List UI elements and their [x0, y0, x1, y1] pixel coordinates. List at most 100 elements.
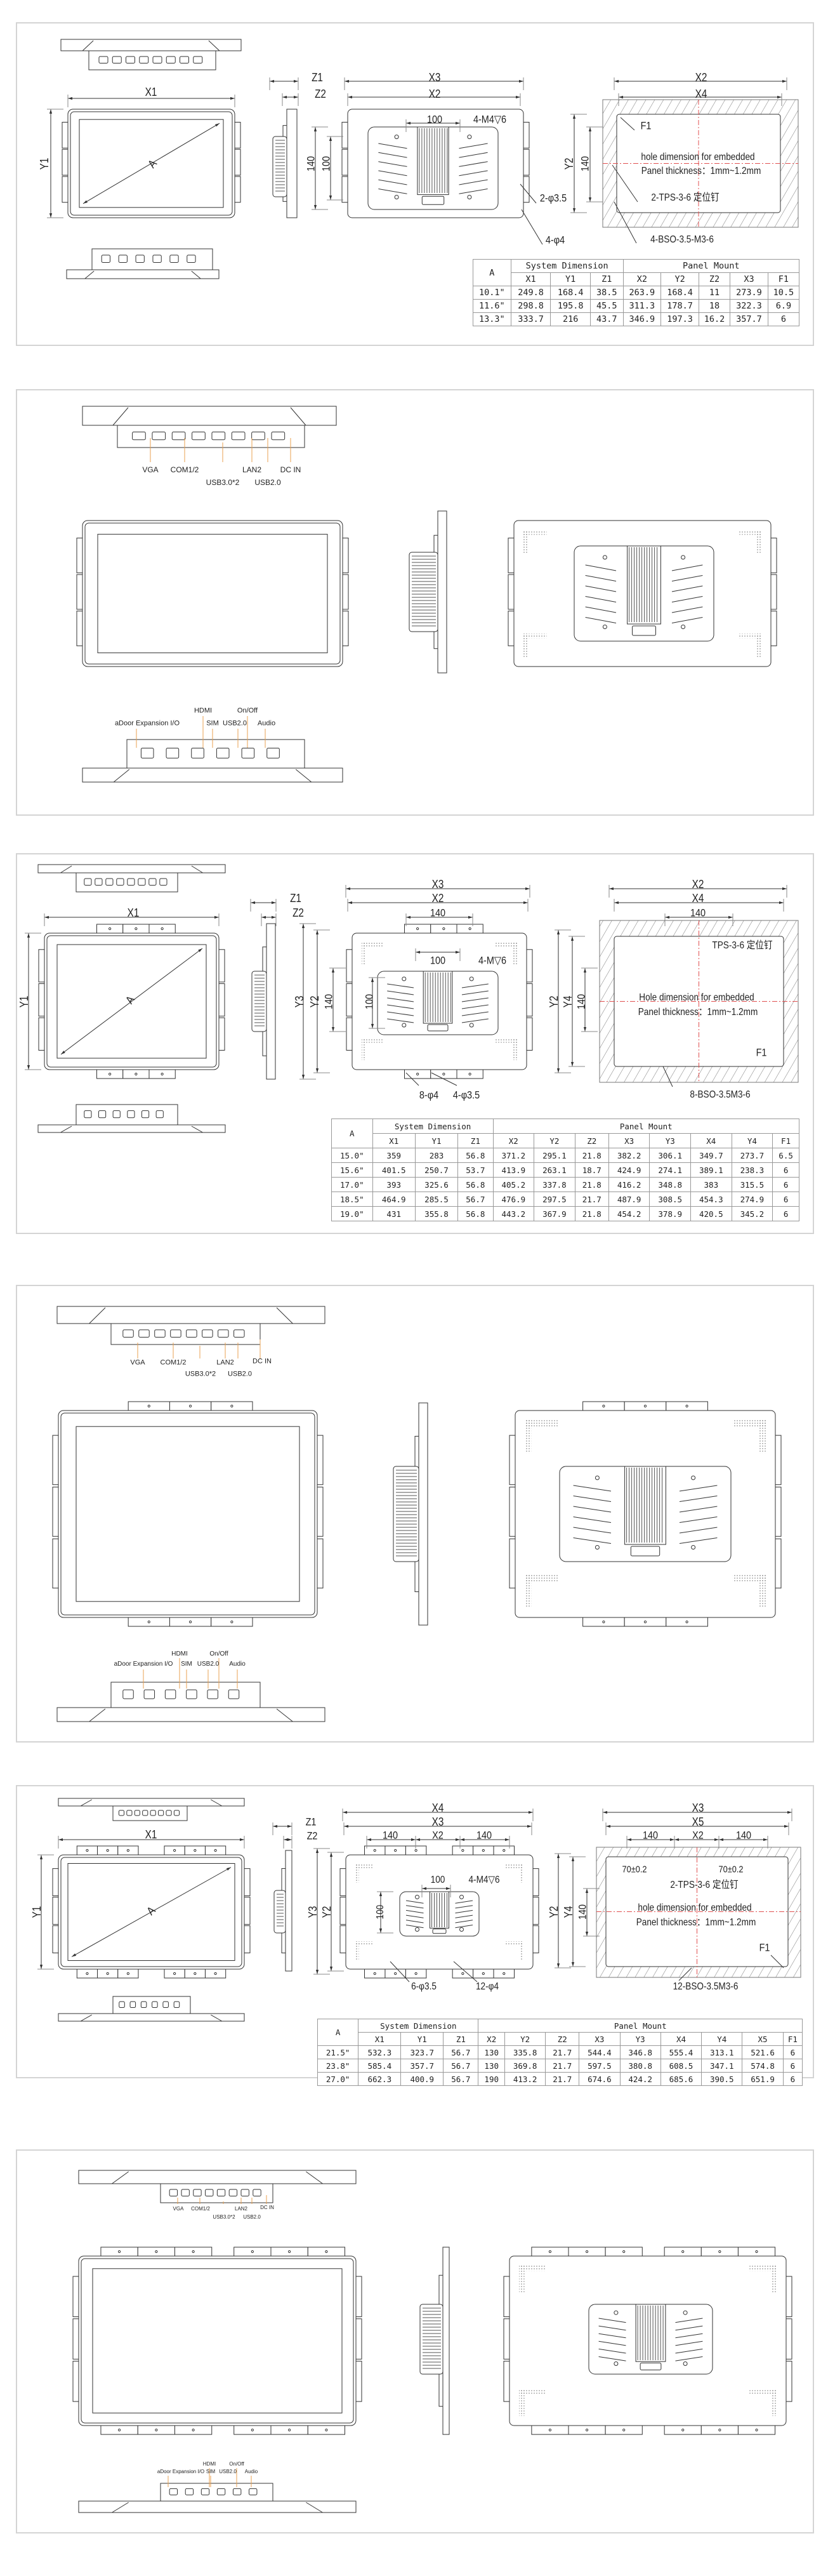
dim-label-f1: F1 [640, 119, 652, 132]
bevel-line [112, 407, 129, 426]
port-label-adoor: aDoor Expansion I/O [114, 719, 180, 727]
side-fin [461, 983, 489, 988]
screw-hole-icon [614, 2310, 619, 2315]
bevel-line [80, 2014, 92, 2022]
side-fin [461, 1011, 489, 1016]
table-cell: 285.5 [414, 1192, 459, 1207]
side-fin [455, 1915, 473, 1918]
io-connector [232, 2488, 242, 2495]
port-label-dc-in: DC IN [280, 465, 301, 474]
side-fin [675, 2325, 703, 2331]
mounting-tab [785, 2361, 792, 2402]
table-cell: 383 [690, 1177, 732, 1192]
dim-label-y4: Y4 [562, 995, 574, 1008]
io-connector [152, 2001, 158, 2008]
mounting-tab [122, 1069, 150, 1079]
io-connector [218, 1329, 229, 1338]
io-connector [127, 878, 135, 886]
mounting-tab [97, 1845, 119, 1856]
port-label-audio: Audio [229, 1661, 246, 1668]
io-connector [122, 1329, 134, 1338]
screw-hole-icon [681, 2428, 685, 2432]
table-cell: 16.2 [698, 312, 731, 326]
vent-pattern [756, 634, 761, 657]
table-cell: 323.7 [400, 2045, 444, 2059]
table-cell: 371.2 [492, 1148, 535, 1163]
vent-pattern [513, 1038, 517, 1060]
mounting-tab [342, 611, 349, 646]
vent-pattern [771, 2389, 777, 2416]
io-connector [138, 878, 146, 886]
table-cell: 56.7 [443, 2072, 479, 2086]
table-group-header: System Dimension [510, 259, 624, 273]
mounting-tab [493, 1969, 515, 1979]
side-fin [378, 161, 407, 167]
table-cell: 178.7 [660, 299, 699, 313]
panel-edge-frame [56, 1707, 325, 1722]
side-fin [459, 189, 488, 194]
vent-pattern [525, 1574, 532, 1608]
screw-hole-icon [602, 1620, 605, 1624]
port-label-sim: SIM [181, 1661, 192, 1668]
table-cell: 431 [372, 1206, 416, 1221]
io-panel-top [112, 1805, 188, 1821]
dim-label-x2: X2 [428, 88, 441, 100]
io-connector [119, 2001, 125, 2008]
heatsink-core [417, 126, 449, 196]
screw-hole-icon [106, 1972, 109, 1975]
mounting-tab [317, 1538, 324, 1589]
dim-label-140: 140 [476, 1829, 492, 1842]
vent-pattern [732, 1420, 766, 1427]
diagonal-arrow [82, 123, 220, 204]
io-connector [193, 56, 203, 63]
table-cell: 53.7 [457, 1162, 494, 1178]
io-connector [266, 748, 280, 759]
mounting-tab [169, 1617, 212, 1627]
table-cell: 6 [782, 2059, 803, 2073]
io-connector [216, 748, 230, 759]
mounting-tab [211, 1401, 253, 1411]
mounting-tab [532, 1868, 539, 1896]
mounting-tab [52, 1925, 59, 1953]
screw-hole-icon [482, 1849, 485, 1852]
dim-label-140: 140 [382, 1829, 398, 1842]
table-group-header: System Dimension [358, 2019, 479, 2033]
side-fin [585, 606, 617, 613]
io-connector [141, 1110, 150, 1119]
table-cell: 21.7 [545, 2072, 580, 2086]
table-cell: 487.9 [608, 1192, 650, 1207]
mounting-tab [531, 2425, 569, 2435]
screw-hole-icon [394, 1849, 397, 1852]
panel-small-dimension-drawing [16, 22, 814, 346]
screw-hole-icon [173, 1972, 176, 1975]
table-cell: 6 [767, 312, 800, 326]
io-connector [148, 878, 157, 886]
bevel-line [306, 2502, 323, 2513]
table-size-cell: 11.6" [473, 299, 511, 313]
mounting-tab [128, 1401, 170, 1411]
mounting-tab [52, 1897, 59, 1925]
thickness-note: Panel thickness：1mm~1.2mm [636, 1917, 756, 1928]
side-fin [455, 1920, 473, 1923]
mounting-tab [452, 1845, 474, 1856]
io-connector [241, 748, 255, 759]
mounting-tab [307, 2425, 346, 2435]
mounting-tab [76, 574, 83, 610]
mounting-tab [204, 1969, 227, 1979]
io-connector [171, 432, 186, 441]
logo-plate [630, 1546, 660, 1557]
io-connector [249, 2488, 258, 2495]
vent-pattern [362, 1038, 384, 1043]
mounting-tab [72, 2318, 79, 2360]
side-fin [598, 2333, 626, 2339]
callout-leader [678, 1967, 692, 1981]
io-connector [129, 2001, 136, 2008]
table-column-header: X5 [742, 2032, 784, 2046]
callout-leader [521, 209, 543, 245]
io-connector [166, 748, 180, 759]
io-connector [166, 56, 176, 63]
